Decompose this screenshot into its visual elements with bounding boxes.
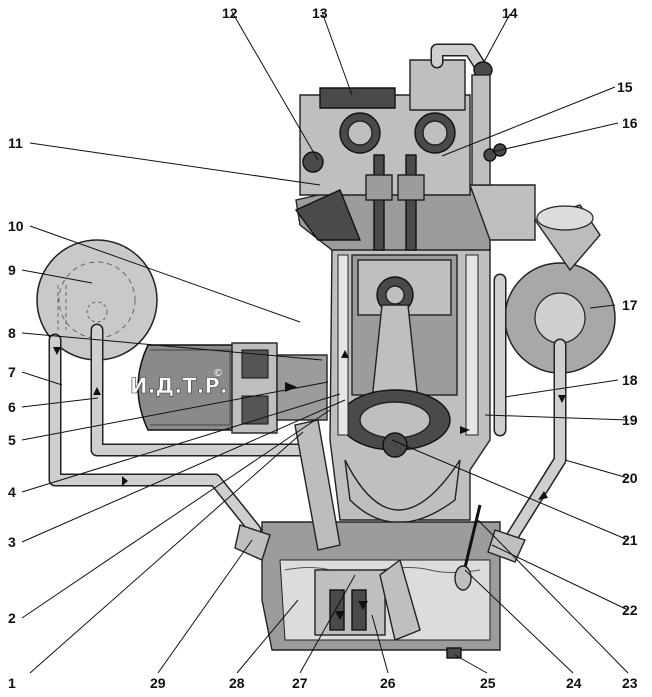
- engine-block: [294, 87, 536, 524]
- callout-18: 18: [622, 372, 638, 388]
- callout-17: 17: [622, 297, 638, 313]
- callout-9: 9: [8, 262, 16, 278]
- callout-13: 13: [312, 5, 328, 21]
- callout-20: 20: [622, 470, 638, 486]
- callout-26: 26: [380, 675, 396, 691]
- callout-5: 5: [8, 432, 16, 448]
- callout-1: 1: [8, 675, 16, 691]
- oil-pan: [261, 504, 501, 659]
- callout-2: 2: [8, 610, 16, 626]
- watermark-copyright: ©: [213, 368, 223, 379]
- oil-filler-and-sensor: [302, 43, 507, 186]
- callout-25: 25: [480, 675, 496, 691]
- callout-10: 10: [8, 218, 24, 234]
- callout-8: 8: [8, 325, 16, 341]
- callout-19: 19: [622, 412, 638, 428]
- callout-22: 22: [622, 602, 638, 618]
- callout-3: 3: [8, 534, 16, 550]
- callout-14: 14: [502, 5, 518, 21]
- callout-29: 29: [150, 675, 166, 691]
- callout-6: 6: [8, 399, 16, 415]
- leader-lines: [21, 11, 629, 674]
- callout-23: 23: [622, 675, 638, 691]
- callout-21: 21: [622, 532, 638, 548]
- callout-28: 28: [229, 675, 245, 691]
- oil-filter: И.Д.Т.Р. ©: [130, 342, 328, 434]
- callout-24: 24: [566, 675, 582, 691]
- turbocharger: [504, 204, 616, 374]
- callout-16: 16: [622, 115, 638, 131]
- callout-27: 27: [292, 675, 308, 691]
- callout-15: 15: [617, 79, 633, 95]
- callout-labels: 12 13 14 15 16 11 10 9 8 7 6 5 4 3 2 1 2…: [8, 5, 638, 691]
- callout-4: 4: [8, 484, 16, 500]
- callout-11: 11: [8, 135, 23, 151]
- callout-7: 7: [8, 364, 16, 380]
- callout-12: 12: [222, 5, 238, 21]
- watermark-text: И.Д.Т.Р.: [130, 374, 228, 398]
